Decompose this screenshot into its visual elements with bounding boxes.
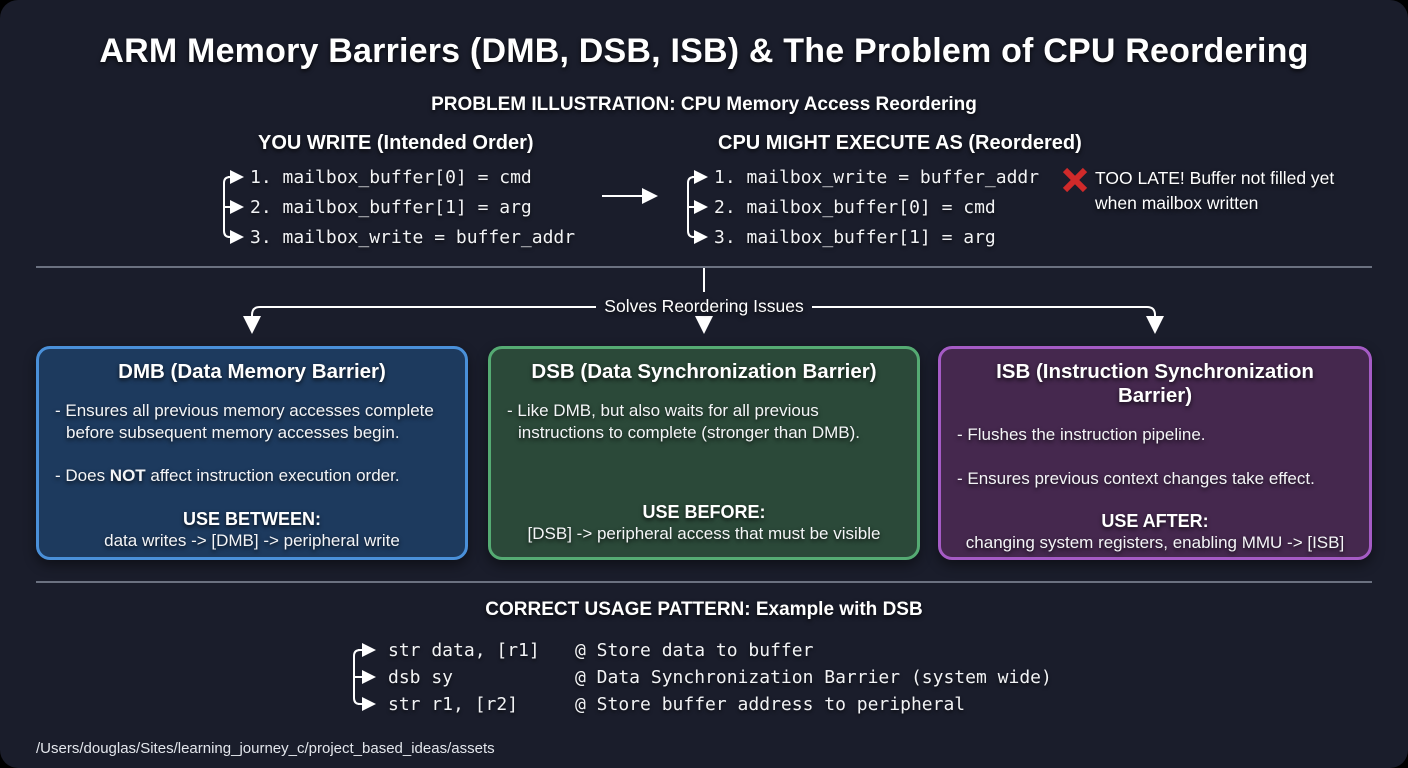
asm-line: dsb sy@ Data Synchronization Barrier (sy…	[388, 667, 1052, 688]
page-title: ARM Memory Barriers (DMB, DSB, ISB) & Th…	[99, 32, 1309, 70]
reordered-code-line: 2. mailbox_buffer[0] = cmd	[714, 197, 996, 218]
sequence-bracket-icon	[687, 170, 708, 244]
problem-section-heading: PROBLEM ILLUSTRATION: CPU Memory Access …	[431, 94, 977, 115]
asm-line: str r1, [r2]@ Store buffer address to pe…	[388, 694, 966, 715]
intended-code-line: 1. mailbox_buffer[0] = cmd	[250, 167, 532, 188]
dsb-use-label: USE BEFORE:	[642, 502, 766, 522]
intended-code-line: 2. mailbox_buffer[1] = arg	[250, 197, 532, 218]
isb-point-2: - Ensures previous context changes take …	[957, 468, 1315, 488]
intended-order-heading: YOU WRITE (Intended Order)	[258, 132, 534, 154]
isb-body: - Flushes the instruction pipeline. - En…	[957, 424, 1353, 511]
solves-connector-lines	[243, 268, 1164, 334]
red-x-icon	[1062, 167, 1088, 193]
dmb-title: DMB (Data Memory Barrier)	[118, 360, 386, 383]
dmb-use-section: USE BETWEEN: data writes -> [DMB] -> per…	[55, 509, 449, 551]
dmb-use-label: USE BETWEEN:	[182, 508, 321, 529]
warning-note: TOO LATE! Buffer not filled yet when mai…	[1095, 166, 1365, 216]
isb-title: ISB (Instruction Synchronization Barrier…	[996, 360, 1314, 407]
isb-point-1: - Flushes the instruction pipeline.	[957, 425, 1206, 444]
section-divider	[36, 266, 1372, 268]
intended-code-line: 3. mailbox_write = buffer_addr	[250, 227, 576, 248]
dmb-point-2: - Does NOT affect instruction execution …	[55, 466, 400, 485]
solves-reordering-label: Solves Reordering Issues	[604, 296, 804, 316]
dmb-barrier-card: DMB (Data Memory Barrier) - Ensures all …	[36, 346, 468, 560]
reordered-heading: CPU MIGHT EXECUTE AS (Reordered)	[718, 132, 1082, 154]
section-divider	[36, 581, 1372, 583]
dsb-point-1: - Like DMB, but also waits for all previ…	[507, 401, 861, 442]
dsb-use-section: USE BEFORE: [DSB] -> peripheral access t…	[507, 502, 901, 544]
isb-barrier-card: ISB (Instruction Synchronization Barrier…	[938, 346, 1372, 560]
sequence-bracket-icon	[223, 170, 244, 244]
isb-use-text: changing system registers, enabling MMU …	[965, 533, 1345, 552]
sequence-bracket-icon	[353, 643, 376, 711]
isb-use-section: USE AFTER: changing system registers, en…	[957, 511, 1353, 553]
dsb-barrier-card: DSB (Data Synchronization Barrier) - Lik…	[488, 346, 920, 560]
dmb-point-1: - Ensures all previous memory accesses c…	[55, 401, 434, 442]
dsb-use-text: [DSB] -> peripheral access that must be …	[527, 524, 881, 543]
dsb-body: - Like DMB, but also waits for all previ…	[507, 400, 901, 502]
dsb-title: DSB (Data Synchronization Barrier)	[531, 360, 877, 383]
isb-use-label: USE AFTER:	[1101, 511, 1209, 531]
asm-line: str data, [r1]@ Store data to buffer	[388, 640, 814, 661]
reordered-code-line: 3. mailbox_buffer[1] = arg	[714, 227, 996, 248]
usage-section-heading: CORRECT USAGE PATTERN: Example with DSB	[485, 599, 923, 620]
reorder-flow-arrow-icon	[602, 188, 658, 204]
reordered-code-line: 1. mailbox_write = buffer_addr	[714, 167, 1040, 188]
warning-line1: TOO LATE! Buffer not filled yet	[1095, 168, 1335, 188]
dmb-use-text: data writes -> [DMB] -> peripheral write	[104, 530, 400, 550]
dmb-body: - Ensures all previous memory accesses c…	[55, 400, 449, 509]
warning-line2: when mailbox written	[1095, 193, 1259, 213]
footer-file-path: /Users/douglas/Sites/learning_journey_c/…	[36, 740, 495, 757]
